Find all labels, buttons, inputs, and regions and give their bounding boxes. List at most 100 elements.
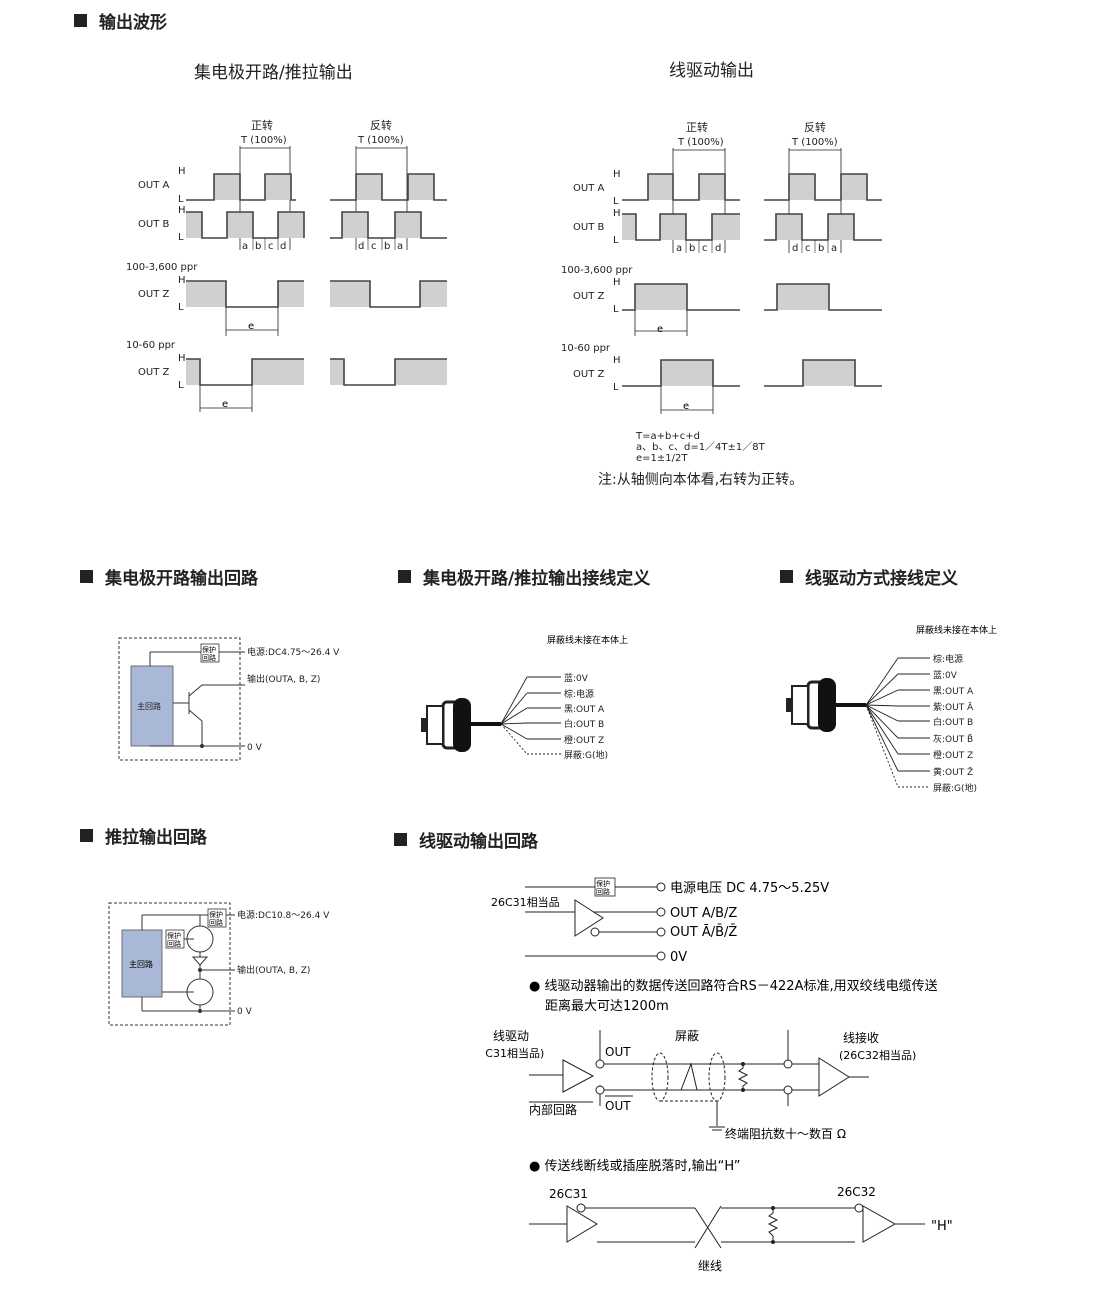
l-label: L [613, 382, 619, 393]
seg-e: e [683, 401, 689, 412]
oc-wiring-diagram: 屏蔽线未接在本体上 蓝:0V棕:电源黑:OUT A白:OUT B橙:OUT Z屏… [421, 634, 628, 761]
l-label: L [178, 194, 184, 205]
wire-label: 黑:OUT A [933, 686, 974, 697]
wire-label: 棕:电源 [564, 688, 594, 700]
pp-circuit-heading: 推拉输出回路 [80, 823, 207, 848]
formula-1: T=a+b+c+d [635, 431, 700, 442]
h-label: H [178, 205, 186, 216]
left-waveform-title: 集电极开路/推拉输出 [194, 63, 353, 83]
seg-c: c [268, 241, 274, 252]
out-z-label: OUT Z [573, 291, 604, 302]
receiver-sub-label: (26C32相当品) [839, 1048, 916, 1062]
receiver-label: 线接收 [843, 1030, 879, 1045]
ppr-high-label: 100-3,600 ppr [126, 262, 198, 273]
h-label: H [613, 208, 621, 219]
seg-a: a [397, 241, 403, 252]
protect-label-2: 回路 [202, 653, 216, 662]
l-label: L [178, 302, 184, 313]
seg-b: b [689, 243, 695, 254]
heading-square-icon [394, 833, 407, 846]
ld-wiring-heading: 线驱动方式接线定义 [780, 564, 958, 589]
out-z-label: OUT Z [573, 369, 604, 380]
protect-label: 保护 [209, 910, 223, 919]
out-b-label: OUT B [573, 222, 604, 233]
h-label: H [613, 169, 621, 180]
reverse-label: 反转 [370, 118, 392, 132]
break-label: 继线 [698, 1259, 722, 1273]
h-label: H [613, 355, 621, 366]
main-circuit-label: 主回路 [129, 959, 153, 969]
out-b-label: OUT B [138, 219, 169, 230]
oc-circuit-heading: 集电极开路输出回路 [80, 564, 258, 589]
out-label: OUT A/B/Z [670, 906, 737, 921]
wire-label: 棕:电源 [933, 653, 963, 665]
rotation-note: 注:从轴侧向本体看,右转为正转。 [598, 472, 804, 488]
left-waveform-diagram: 正转 T (100%) 反转 T (100%) OUT A H L OUT B … [126, 118, 447, 412]
shield-note: 屏蔽线未接在本体上 [547, 634, 628, 646]
wire-label: 黑:OUT A [564, 704, 605, 715]
out-z-label: OUT Z [138, 367, 169, 378]
out-a-label: OUT A [138, 180, 169, 191]
seg-d: d [792, 243, 798, 254]
main-circuit-block [130, 665, 174, 747]
pp-circuit-diagram: 主回路 保护 回路 保护 回路 电源:DC10.8～26.4 V 输出(OUTA… [108, 902, 330, 1026]
wire-label: 橙:OUT Z [933, 749, 973, 761]
main-circuit-block [121, 929, 163, 998]
heading-square-icon [398, 570, 411, 583]
shield-label: 屏蔽 [675, 1029, 699, 1043]
l-label: L [178, 232, 184, 243]
l-label: L [613, 235, 619, 246]
protect-label-2: 回路 [167, 939, 181, 948]
protect-label-2: 回路 [209, 918, 223, 927]
formula-3: e=1±1/2T [636, 453, 688, 464]
right-waveform-title: 线驱动输出 [669, 61, 754, 81]
c31-label: 26C31 [549, 1187, 588, 1201]
right-waveform-diagram: 正转 T (100%) 反转 T (100%) OUT A H L OUT B … [561, 120, 882, 464]
wire-label: 屏蔽:G(地) [564, 749, 608, 761]
seg-d: d [358, 241, 364, 252]
protect-label: 保护 [596, 879, 610, 888]
forward-label: 正转 [686, 120, 708, 134]
ld-circuit-diagram: 保护 回路 电源电压 DC 4.75～5.25V 26C31相当品 OUT A/… [485, 877, 953, 1273]
reverse-label: 反转 [804, 120, 826, 134]
protect-label: 保护 [167, 931, 181, 940]
formula-2: a、b、c、d=1／4T±1／8T [636, 441, 766, 453]
seg-d: d [280, 241, 286, 252]
wire-label: 黄:OUT Z̄ [933, 766, 973, 778]
out-z-label: OUT Z [138, 289, 169, 300]
h-label: H [178, 353, 186, 364]
driver-label: 线驱动 [493, 1029, 529, 1043]
h-label: H [613, 277, 621, 288]
l-label: L [178, 380, 184, 391]
protect-circuit-block [207, 908, 227, 928]
seg-b: b [255, 241, 261, 252]
c32-label: 26C32 [837, 1185, 876, 1199]
period-label: T (100%) [240, 135, 287, 146]
chip-label: 26C31相当品 [491, 895, 560, 909]
zero-v-label: 0V [670, 950, 687, 965]
output-label: 输出(OUTA, B, Z) [237, 964, 310, 976]
wire-label: 蓝:0V [933, 669, 958, 681]
wire-label: 白:OUT B [564, 718, 604, 730]
ppr-low-label: 10-60 ppr [126, 340, 176, 351]
seg-c: c [702, 243, 708, 254]
wire-label: 蓝:0V [564, 672, 589, 684]
seg-a: a [242, 241, 248, 252]
wire-label: 紫:OUT Ā [933, 702, 974, 713]
bullet-1b: 距离最大可达1200m [545, 998, 669, 1014]
out-bar-label: OUT Ā/B̄/Z̄ [670, 925, 737, 940]
wire-label: 白:OUT B [933, 716, 973, 728]
h-label: H [178, 166, 186, 177]
heading-square-icon [780, 570, 793, 583]
power-label: 电源:DC10.8～26.4 V [237, 909, 330, 921]
wire-label: 灰:OUT B̄ [933, 733, 973, 745]
l-label: L [613, 196, 619, 207]
h-output-label: "H" [931, 1219, 953, 1234]
period-label-rev: T (100%) [791, 137, 838, 148]
seg-c: c [371, 241, 377, 252]
heading-square-icon [80, 829, 93, 842]
internal-circuit-label: 内部回路 [529, 1102, 577, 1117]
zero-v-label: 0 V [247, 743, 263, 753]
shield-note: 屏蔽线未接在本体上 [916, 624, 997, 636]
ld-circuit-heading: 线驱动输出回路 [394, 827, 538, 852]
